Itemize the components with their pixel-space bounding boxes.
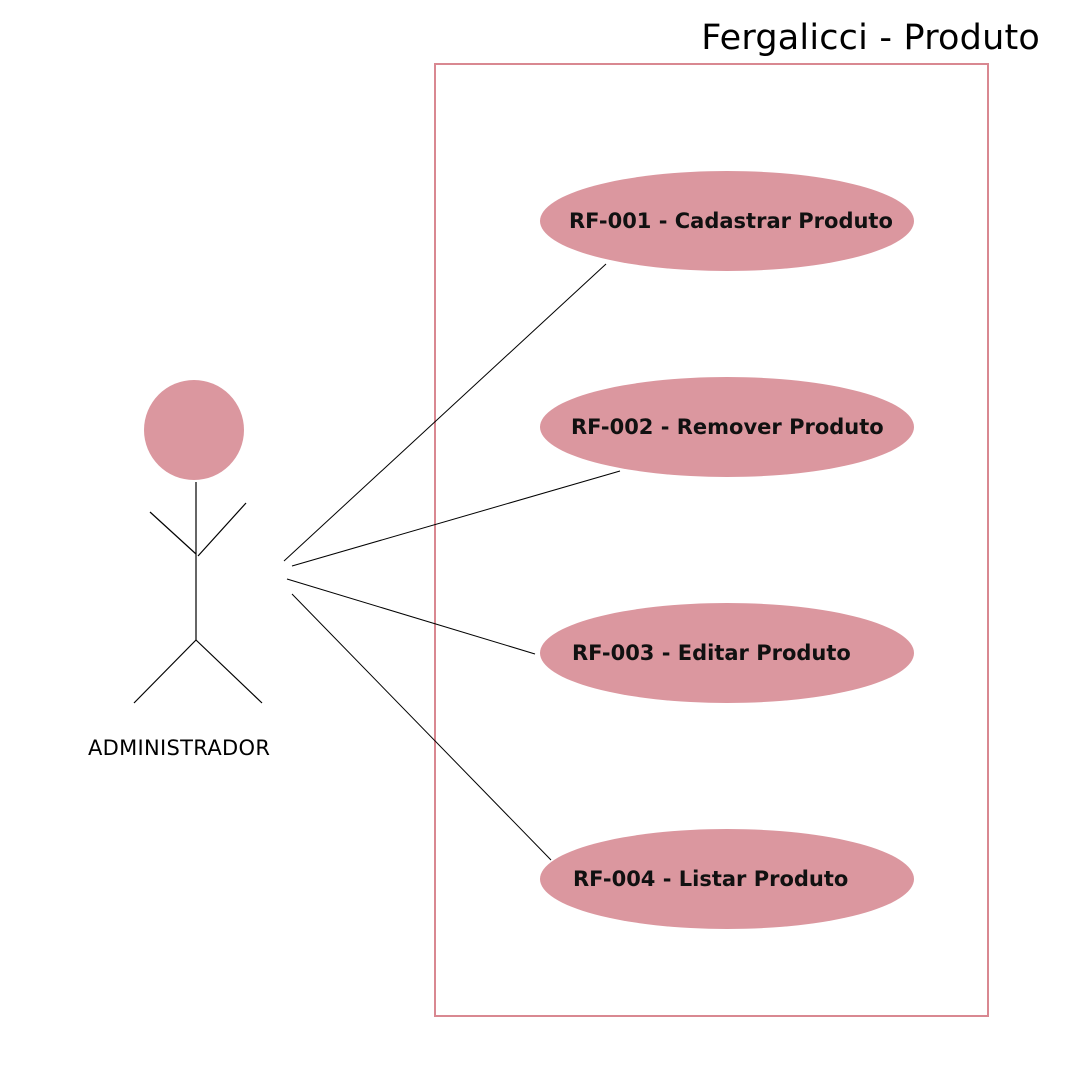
association-line-uc1: [283, 263, 607, 562]
association-line-uc2: [291, 470, 621, 567]
use-case-ellipse-uc3[interactable]: [540, 603, 914, 703]
use-case-ellipse-uc4[interactable]: [540, 829, 914, 929]
actor-figure[interactable]: [133, 380, 263, 704]
system-boundary: [434, 63, 989, 1017]
use-case-ellipse-uc1[interactable]: [540, 171, 914, 271]
actor-left-arm: [149, 511, 197, 555]
use-case-label-uc1: RF-001 - Cadastrar Produto: [569, 209, 893, 233]
use-case-label-uc2: RF-002 - Remover Produto: [571, 415, 884, 439]
actor-right-leg: [195, 639, 263, 704]
actor-right-arm: [197, 502, 247, 557]
diagram-title: Fergalicci - Produto: [701, 18, 1040, 58]
use-case-label-uc3: RF-003 - Editar Produto: [572, 641, 851, 665]
actor-left-leg: [133, 639, 197, 704]
actor-head: [144, 380, 244, 480]
use-case-ellipse-uc2[interactable]: [540, 377, 914, 477]
use-case-label-uc4: RF-004 - Listar Produto: [573, 867, 849, 891]
actor-label: ADMINISTRADOR: [88, 736, 271, 760]
association-line-uc3: [286, 578, 536, 655]
association-line-uc4: [291, 593, 552, 861]
